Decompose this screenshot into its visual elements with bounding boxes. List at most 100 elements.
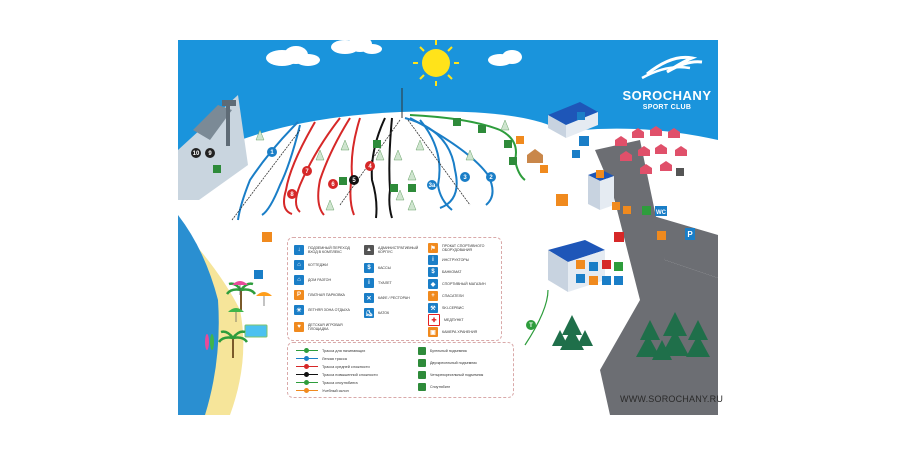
brand-name: SOROCHANY	[622, 88, 712, 103]
toilet-icon: i	[364, 278, 374, 288]
road-2	[650, 215, 718, 278]
legend-item: ♥ДЕТСКАЯ ИГРОВАЯ ПЛОЩАДКА	[294, 321, 360, 333]
cottage-icon: ⌂	[294, 260, 304, 270]
underground-passage-icon: ↓	[294, 245, 304, 255]
legend-item: ⚑ПРОКАТ СПОРТИВНОГО ОБОРУДОВАНИЯ	[428, 242, 494, 254]
trail-black-2	[388, 117, 393, 219]
lake	[178, 215, 219, 415]
trail-marker-1: 1	[267, 147, 277, 157]
legend-item: +СПАСАТЕЛИ	[428, 290, 494, 302]
website-link[interactable]: WWW.SOROCHANY.RU	[620, 394, 724, 404]
cafe-icon: ✕	[364, 293, 374, 303]
legend-item: ⚒SKI-СЕРВИС	[428, 302, 494, 314]
trails-legend: Трасса для начинающих Легкая трасса Трас…	[287, 342, 514, 398]
trail-black-1	[370, 117, 386, 219]
lift-line-2	[231, 129, 301, 221]
storage-icon: ▣	[428, 327, 438, 337]
medpoint-icon: ✚	[428, 314, 440, 326]
house-icon: ⌂	[294, 275, 304, 285]
svg-text:P: P	[687, 230, 693, 239]
lift-t-marker-icon: T	[526, 320, 536, 330]
svg-text:8: 8	[290, 192, 294, 198]
main-building-top	[548, 102, 598, 138]
slope-trees	[255, 119, 510, 211]
quad-chairlift-icon	[418, 371, 426, 379]
pine-trees	[552, 312, 710, 360]
trail-type-item: Трасса для начинающих	[296, 347, 365, 354]
svg-text:9: 9	[208, 151, 212, 157]
trail-marker-9: 9	[205, 148, 215, 158]
svg-text:2: 2	[489, 175, 493, 181]
ski-service-icon: ⚒	[428, 303, 438, 313]
legend-item: ▲АДМИНИСТРАТИВНЫЙ КОРПУС	[364, 244, 430, 256]
legend-item: ◆СПОРТИВНЫЙ МАГАЗИН	[428, 278, 494, 290]
svg-text:3: 3	[463, 175, 467, 181]
rental-icon: ⚑	[428, 243, 438, 253]
trail-type-item: Трасса повышенной сложности	[296, 371, 378, 378]
admin-building-icon: ▲	[364, 245, 374, 255]
trail-marker-3a: 3a	[427, 180, 437, 190]
atm-icon: $	[428, 267, 438, 277]
svg-text:3a: 3a	[429, 183, 436, 189]
legend-item: ⌂КОТТЕДЖИ	[294, 259, 360, 271]
legend-item: ✚МЕДПУНКТ	[428, 314, 496, 326]
trail-red-3	[349, 117, 361, 216]
trail-marker-5: 5	[349, 175, 359, 185]
legend-item: ⛸КАТОК	[364, 307, 430, 319]
beach-umbrellas	[228, 281, 272, 322]
trail-type-item: Учебный склон	[296, 387, 349, 394]
pool	[244, 324, 268, 338]
t-bar-lift-icon	[418, 347, 426, 355]
rescue-icon: +	[428, 291, 438, 301]
trail-line-swatch	[296, 364, 318, 368]
map-icons	[213, 112, 684, 285]
lift-type-item: Сноутюбинг	[418, 383, 450, 391]
svg-text:7: 7	[305, 169, 309, 175]
trail-marker-10: 10	[191, 148, 201, 158]
lift-type-item: Двухкресельный подъемник	[418, 359, 477, 367]
playground-icon: ♥	[294, 322, 304, 332]
cloud-mid	[331, 36, 382, 54]
svg-text:10: 10	[193, 151, 200, 157]
trail-type-item: Легкая трасса	[296, 355, 347, 362]
tubing-line	[524, 289, 549, 346]
ski-jump-tower	[193, 100, 236, 146]
trail-line-swatch	[296, 372, 318, 376]
sun-icon	[413, 40, 459, 86]
snowtubing-icon	[418, 383, 426, 391]
legend-item: ⌂ДОМ РАЗГОН	[294, 274, 360, 286]
legend-item: $БАНКОМАТ	[428, 266, 494, 278]
instructor-icon: i	[428, 255, 438, 265]
trail-marker-2: 2	[486, 172, 496, 182]
trail-marker-8: 8	[287, 189, 297, 199]
wc-badge-icon: WC	[655, 206, 667, 216]
svg-text:5: 5	[352, 178, 356, 184]
trail-marker-4: 4	[365, 161, 375, 171]
trail-red-1	[295, 117, 341, 213]
trail-blue-4	[261, 124, 301, 216]
svg-text:WC: WC	[656, 210, 667, 216]
facilities-legend: ↓ПОДЗЕМНЫЙ ПЕРЕХОД ВХОД В КОМПЛЕКС ⌂КОТТ…	[287, 237, 502, 341]
trail-marker-7: 7	[302, 166, 312, 176]
shop-icon: ◆	[428, 279, 438, 289]
brand-logo: SOROCHANY SPORT CLUB	[612, 44, 722, 134]
chalet	[527, 149, 543, 163]
trail-red-2	[317, 117, 351, 216]
svg-text:4: 4	[368, 164, 372, 170]
trail-type-item: Трасса сноутюбинга	[296, 379, 358, 386]
cottages	[615, 126, 687, 174]
svg-text:1: 1	[270, 150, 274, 156]
legend-item: ☀ЛЕТНЯЯ ЗОНА ОТДЫХА	[294, 304, 360, 316]
legend-item: ✕КАФЕ / РЕСТОРАН	[364, 292, 430, 304]
parking-icon: P	[294, 290, 304, 300]
cloud-left	[266, 46, 320, 66]
lift-line-4	[407, 119, 471, 206]
trail-line-swatch	[296, 380, 318, 384]
parking-badge-icon: P	[685, 228, 695, 240]
trail-type-item: Трасса средней сложности	[296, 363, 370, 370]
lift-type-item: Бугельный подъемник	[418, 347, 467, 355]
trail-blue-5	[419, 119, 453, 211]
